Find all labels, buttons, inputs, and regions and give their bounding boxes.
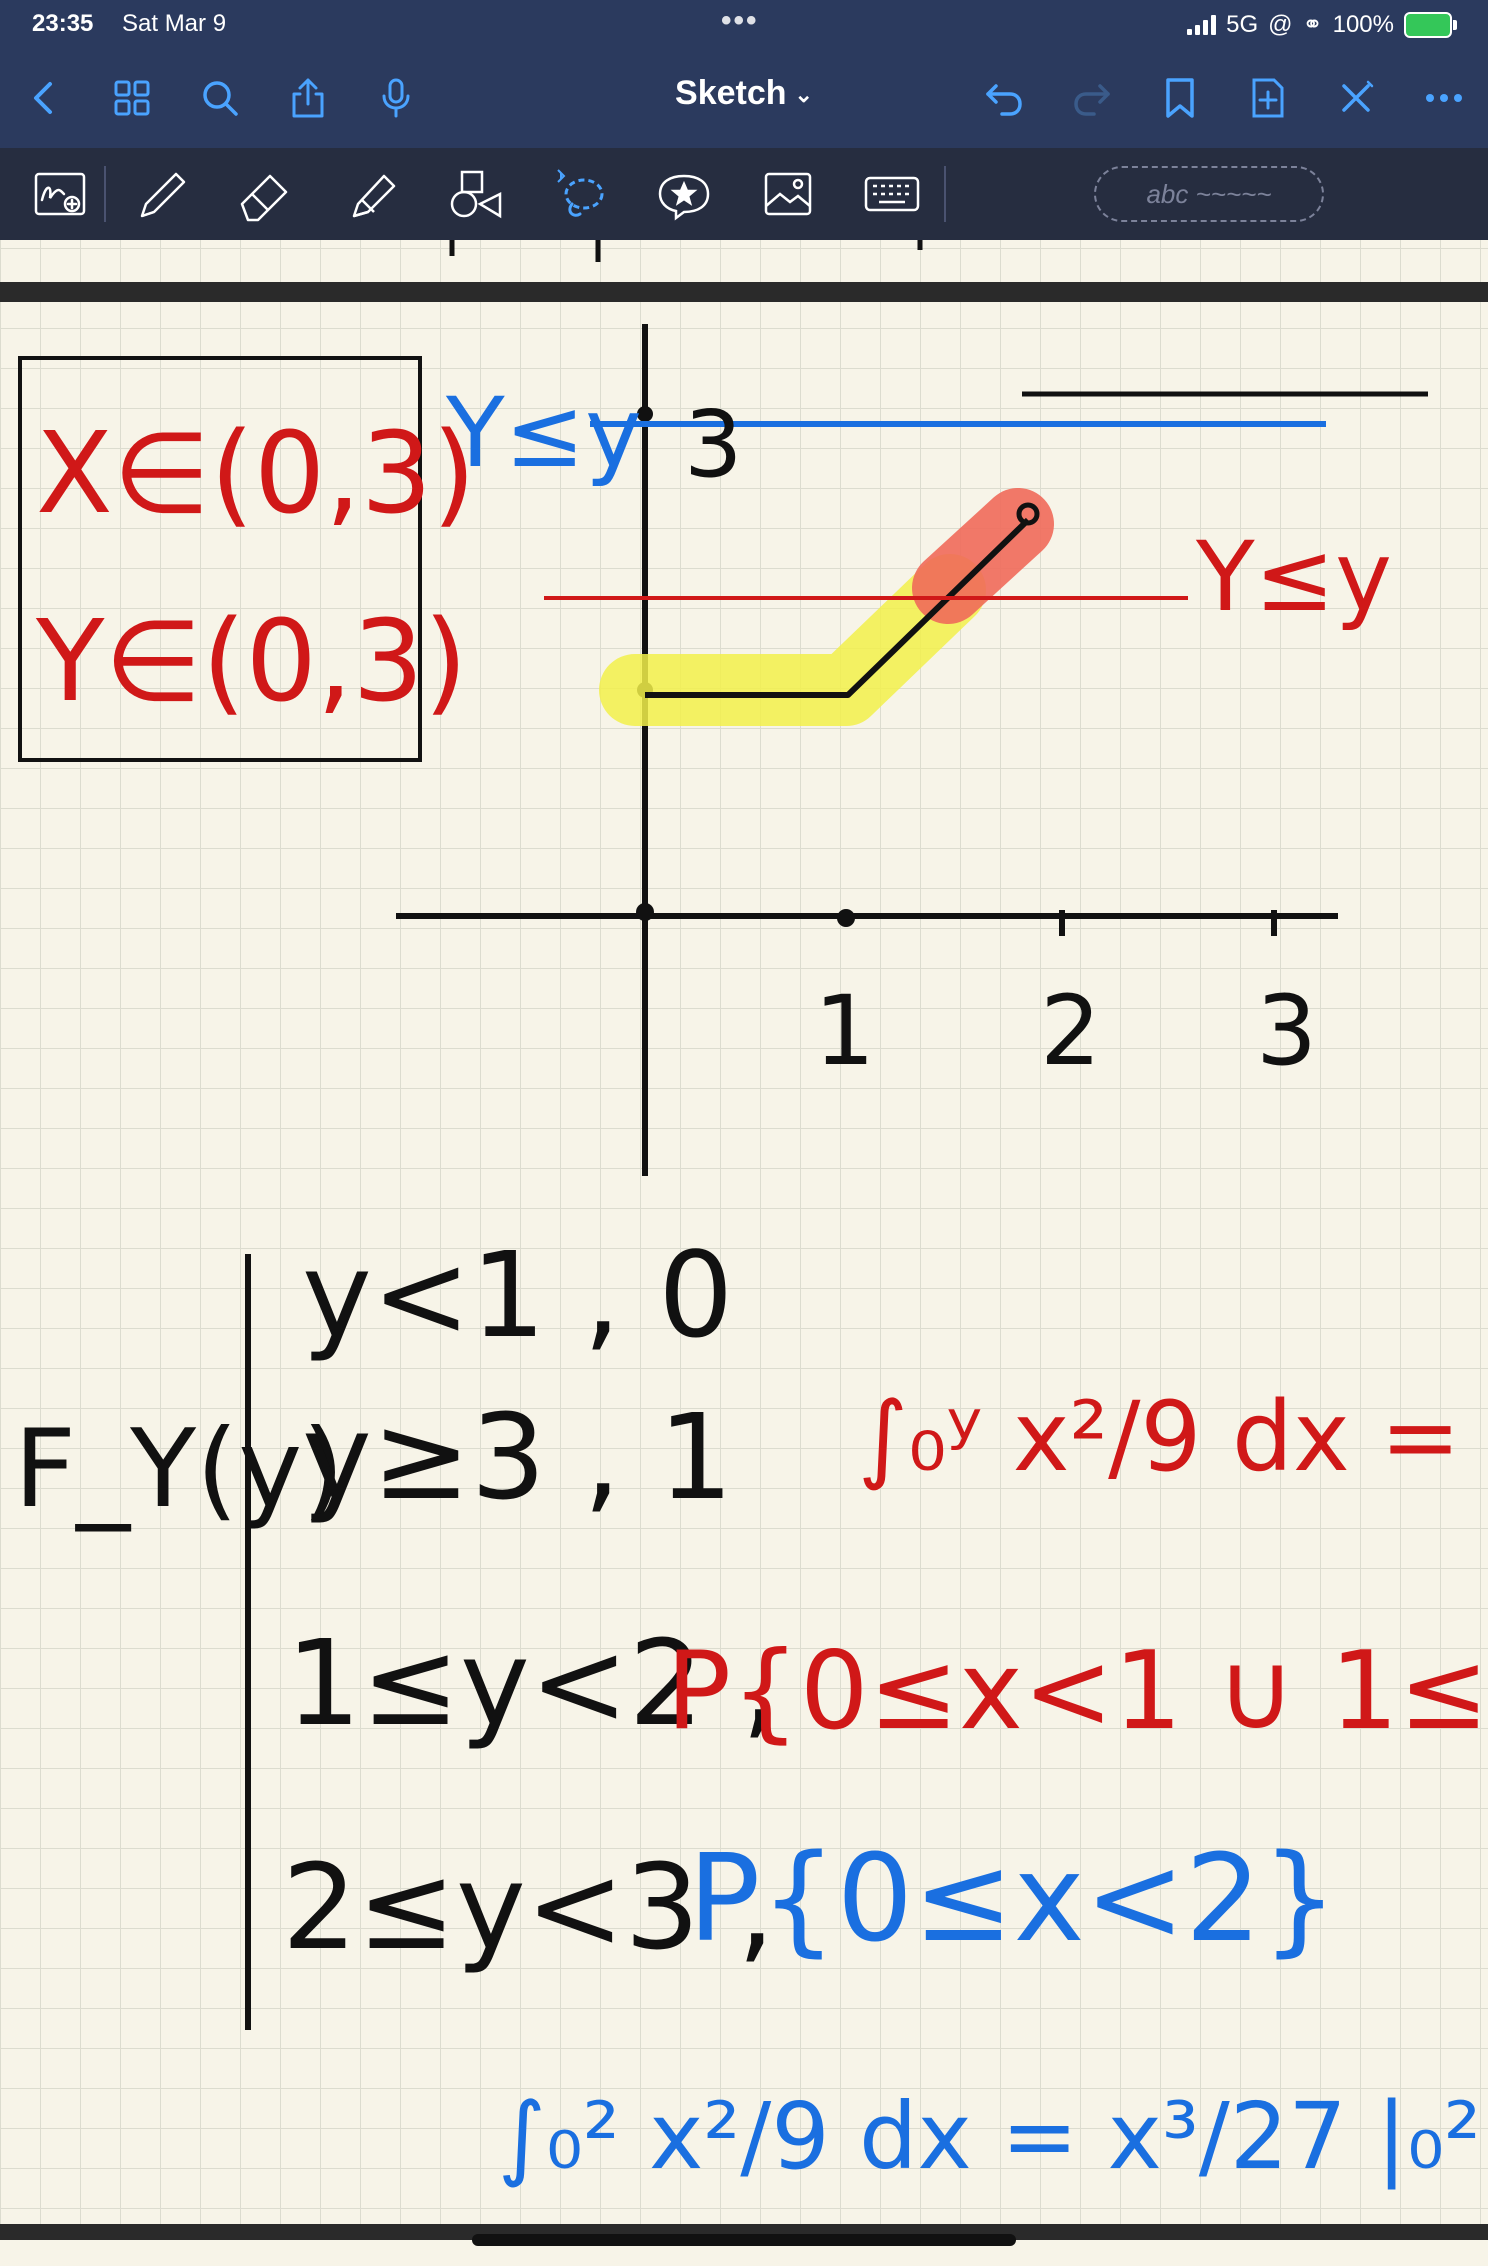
eraser-icon[interactable]	[228, 160, 300, 228]
more-icon[interactable]	[1416, 70, 1472, 126]
graph-open-point	[1016, 502, 1040, 526]
red-integral-text: ∫₀ʸ x²/9 dx = y³/27	[858, 1381, 1488, 1493]
case-1-text: y<1 , 0	[302, 1226, 733, 1364]
headphones-icon: ⚭	[1302, 11, 1323, 38]
toolbar-separator	[104, 166, 106, 222]
red-highlight	[912, 488, 1054, 624]
page-divider	[0, 282, 1488, 302]
keyboard-icon[interactable]	[856, 160, 928, 228]
status-bar: 23:35 Sat Mar 9 ••• 5G @ ⚭ 100%	[0, 0, 1488, 48]
case-3-text: 1≤y<2 ,	[286, 1614, 779, 1752]
chevron-down-icon: ⌄	[794, 82, 813, 108]
network-label: 5G	[1226, 10, 1259, 38]
shapes-icon[interactable]	[440, 160, 512, 228]
redo-icon[interactable]	[1064, 70, 1120, 126]
grid-icon[interactable]	[104, 70, 160, 126]
case-4-text: 2≤y<3 ,	[282, 1838, 775, 1976]
top-bar: 23:35 Sat Mar 9 ••• 5G @ ⚭ 100% Sketch ⌄	[0, 0, 1488, 148]
page-divider	[0, 2224, 1488, 2240]
x-tick-label-3: 3	[1256, 975, 1317, 1087]
status-time: 23:35	[32, 10, 94, 37]
close-icon[interactable]	[1328, 70, 1384, 126]
cellular-signal-icon	[1187, 14, 1217, 35]
red-probability-text: P{0≤x<1 ∪ 1≤x<y}	[666, 1629, 1488, 1754]
domain-x-text: X∈(0,3)	[36, 409, 476, 539]
x-tick-label-1: 1	[814, 975, 875, 1087]
battery-charging-icon	[1404, 11, 1457, 38]
case-2-text: y≥3 , 1	[302, 1388, 733, 1526]
microphone-icon[interactable]	[368, 70, 424, 126]
toolbar-separator	[944, 166, 946, 222]
domain-box	[18, 356, 422, 762]
image-icon[interactable]	[752, 160, 824, 228]
multitasking-dots-icon[interactable]: •••	[721, 4, 759, 37]
share-icon[interactable]	[280, 70, 336, 126]
x-tick-label-2: 2	[1040, 975, 1101, 1087]
y-tick-label: 3	[684, 391, 743, 498]
lasso-icon[interactable]	[544, 160, 616, 228]
graph-point	[636, 903, 654, 921]
red-y-label: Y≤y	[1195, 521, 1392, 633]
back-icon[interactable]	[16, 70, 72, 126]
yellow-highlight	[599, 554, 986, 726]
cdf-piecewise-line	[645, 517, 1031, 698]
text-tool-box[interactable]: abc ~~~~~	[1094, 166, 1324, 222]
document-title[interactable]: Sketch ⌄	[0, 74, 1488, 113]
highlighter-icon[interactable]	[336, 160, 408, 228]
nav-bar: Sketch ⌄	[0, 48, 1488, 148]
status-right: 5G @ ⚭ 100%	[1187, 10, 1457, 39]
blue-y-label: Y≤y	[445, 377, 642, 489]
domain-y-text: Y∈(0,3)	[35, 597, 467, 727]
bookmark-icon[interactable]	[1152, 70, 1208, 126]
sticker-icon[interactable]	[648, 160, 720, 228]
tool-bar: abc ~~~~~	[0, 148, 1488, 240]
document-title-text: Sketch	[675, 74, 787, 112]
status-date: Sat Mar 9	[122, 10, 227, 37]
battery-label: 100%	[1332, 10, 1394, 38]
handwriting-zoom-icon[interactable]	[24, 160, 96, 228]
undo-icon[interactable]	[976, 70, 1032, 126]
prev-page-strokes	[449, 240, 923, 262]
blue-integral-text: ∫₀² x²/9 dx = x³/27 |₀² = 8/27	[498, 2083, 1488, 2190]
pen-icon[interactable]	[126, 160, 198, 228]
search-icon[interactable]	[192, 70, 248, 126]
graph-point	[837, 909, 855, 927]
add-page-icon[interactable]	[1240, 70, 1296, 126]
cdf-label: F_Y(y)	[14, 1407, 344, 1532]
graph-x-ticks	[1059, 910, 1277, 936]
home-indicator[interactable]	[472, 2234, 1016, 2246]
at-icon: @	[1268, 10, 1293, 38]
graph-point	[637, 406, 653, 422]
blue-probability-text: P{0≤x<2}	[688, 1830, 1338, 1969]
